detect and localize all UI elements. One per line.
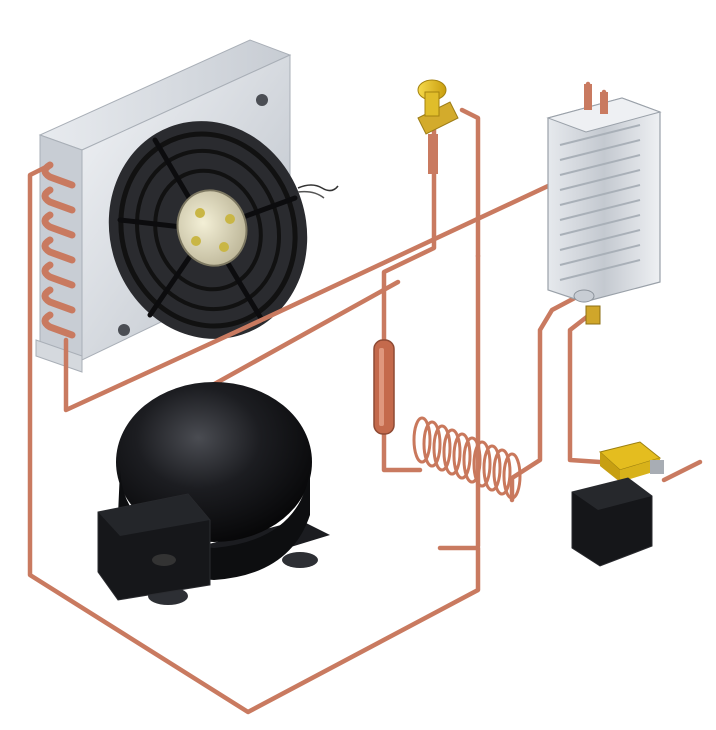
plate-heat-exchanger [546, 84, 662, 325]
filter-drier [373, 339, 395, 435]
condenser-coil-bends [41, 161, 76, 339]
condenser-fan [108, 121, 339, 339]
solenoid-valve [571, 441, 664, 567]
expansion-valve [417, 79, 459, 174]
capillary-coil [412, 416, 522, 500]
compressor [97, 382, 330, 605]
